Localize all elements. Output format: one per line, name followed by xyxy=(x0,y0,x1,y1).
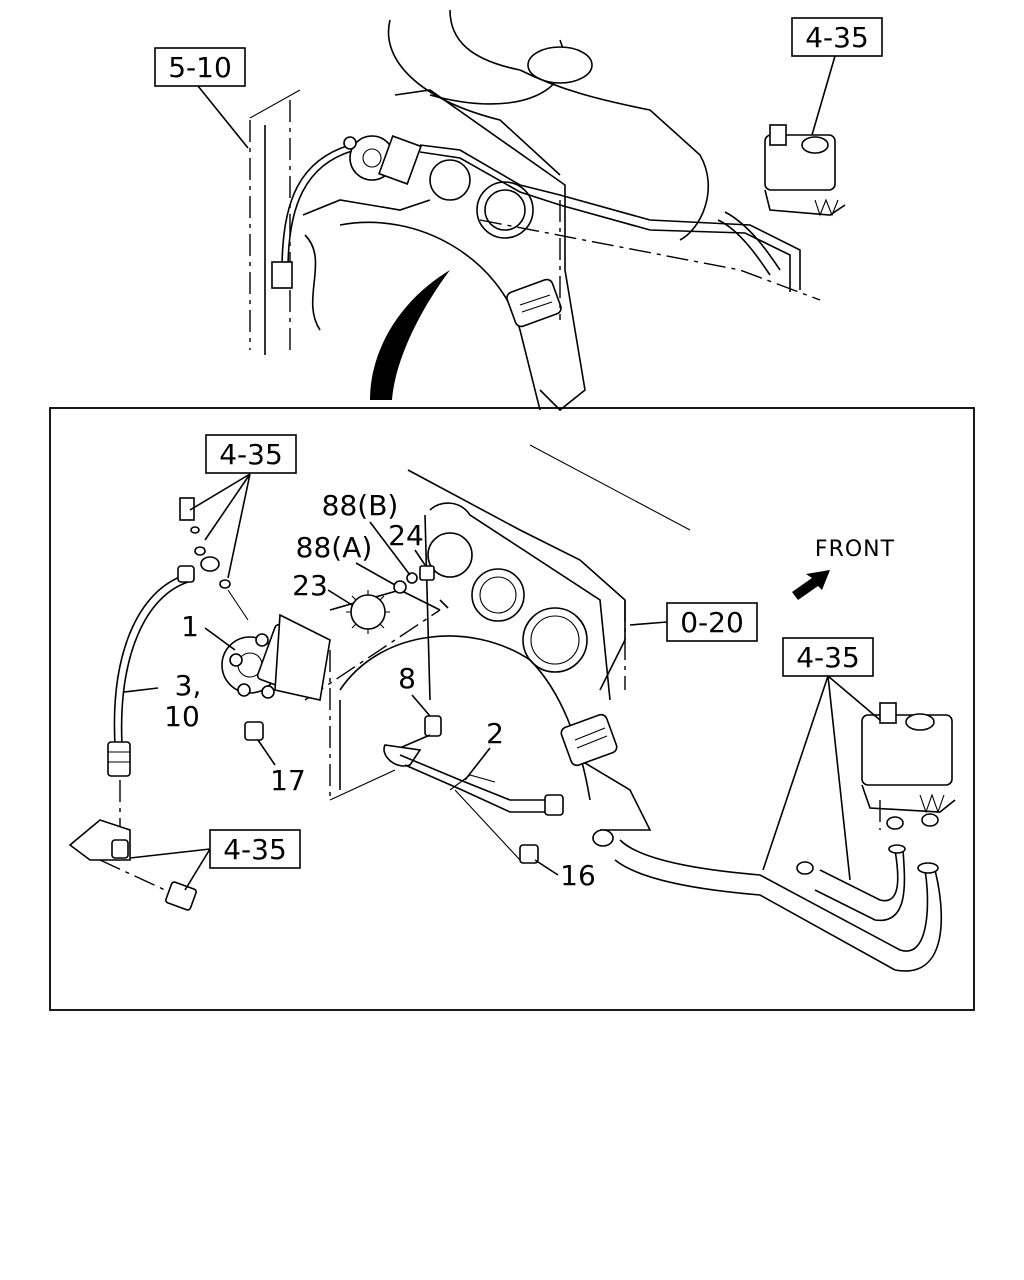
ref-box-5-10: 5-10 xyxy=(154,47,249,149)
ref-box-4-35-b: 4-35 xyxy=(762,637,881,881)
ref-label-4-35-a: 4-35 xyxy=(219,438,283,471)
svg-text:23: 23 xyxy=(292,569,328,602)
overview-illustration xyxy=(249,9,846,412)
ref-box-4-35-c: 4-35 xyxy=(129,829,301,891)
svg-text:17: 17 xyxy=(270,764,306,797)
ref-label-4-35-b: 4-35 xyxy=(796,641,860,674)
ref-label-5-10: 5-10 xyxy=(168,51,232,84)
svg-text:10: 10 xyxy=(164,700,200,733)
ref-label-0-20: 0-20 xyxy=(680,606,744,639)
front-label: FRONT xyxy=(815,537,895,562)
ref-box-4-35-a: 4-35 xyxy=(189,434,297,579)
svg-text:24: 24 xyxy=(388,519,424,552)
part-label-17: 17 xyxy=(257,739,306,797)
svg-text:3,: 3, xyxy=(175,669,202,702)
part-label-2: 2 xyxy=(464,717,504,781)
detail-frame xyxy=(49,407,975,1011)
svg-text:8: 8 xyxy=(398,662,416,695)
part-label-1: 1 xyxy=(181,610,236,651)
ref-box-4-35-top: 4-35 xyxy=(791,17,883,136)
detail-illustration xyxy=(68,444,956,972)
svg-text:88(B): 88(B) xyxy=(322,489,399,522)
part-label-24: 24 xyxy=(388,519,426,566)
part-label-3-10: 3, 10 xyxy=(123,669,202,733)
ref-box-0-20: 0-20 xyxy=(629,602,758,642)
svg-text:2: 2 xyxy=(486,717,504,750)
svg-text:1: 1 xyxy=(181,610,199,643)
svg-text:16: 16 xyxy=(560,859,596,892)
part-label-23: 23 xyxy=(292,569,353,606)
ref-label-4-35-c: 4-35 xyxy=(223,833,287,866)
ref-label-4-35-top: 4-35 xyxy=(805,21,869,54)
part-label-88a: 88(A) xyxy=(296,531,396,586)
part-label-8: 8 xyxy=(398,662,431,717)
svg-text:88(A): 88(A) xyxy=(296,531,373,564)
part-label-88b: 88(B) xyxy=(322,489,411,576)
part-label-16: 16 xyxy=(534,859,596,892)
